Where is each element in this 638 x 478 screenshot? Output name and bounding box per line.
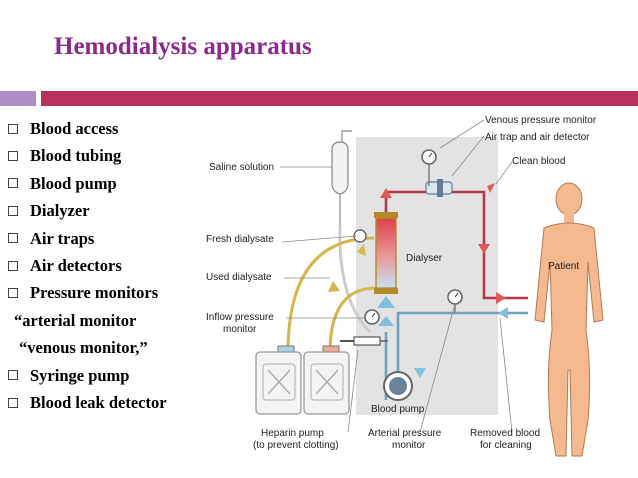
label-fresh-dialysate: Fresh dialysate	[206, 234, 274, 245]
air-detector-icon	[437, 179, 443, 197]
patient-figure	[534, 182, 604, 457]
list-item: Dialyzer	[8, 197, 167, 224]
checkbox-bullet-icon	[8, 397, 18, 408]
slide-title: Hemodialysis apparatus	[54, 33, 312, 60]
label-venous-pressure-monitor: Venous pressure monitor	[485, 115, 597, 126]
list-item: Air detectors	[8, 252, 167, 279]
checkbox-bullet-icon	[8, 288, 18, 299]
label-removed-blood: for cleaning	[480, 440, 532, 451]
removed-blood-arrow	[498, 307, 508, 319]
checkbox-bullet-icon	[8, 178, 18, 189]
checkbox-bullet-icon	[8, 233, 18, 244]
checkbox-bullet-icon	[8, 151, 18, 162]
removed-blood-arrow	[414, 368, 426, 378]
label-dialyser: Dialyser	[406, 253, 443, 264]
clean-blood-arrow	[496, 292, 506, 304]
list-item: Blood leak detector	[8, 389, 167, 416]
label-blood-pump: Blood pump	[371, 404, 425, 415]
list-item: Blood access	[8, 115, 167, 142]
label-heparin-pump: Heparin pump	[261, 428, 324, 439]
dialysate-flow-arrow	[357, 244, 366, 256]
checkbox-bullet-icon	[8, 370, 18, 381]
fresh-dialysate-container-icon	[255, 345, 302, 415]
label-air-trap-detector: Air trap and air detector	[485, 132, 590, 143]
label-inflow-pressure: monitor	[223, 324, 257, 335]
list-item: Blood pump	[8, 170, 167, 197]
checkbox-bullet-icon	[8, 205, 18, 216]
removed-blood-arrow	[378, 316, 394, 326]
list-item: Blood tubing	[8, 142, 167, 169]
label-used-dialysate: Used dialysate	[206, 272, 272, 283]
label-removed-blood: Removed blood	[470, 428, 540, 439]
used-dialysate-line	[328, 286, 377, 349]
list-item: “arterial monitor	[14, 310, 137, 330]
heparin-syringe-icon	[353, 336, 381, 346]
label-inflow-pressure: Inflow pressure	[206, 312, 274, 323]
dialyser-cap	[374, 288, 398, 294]
checkbox-bullet-icon	[8, 123, 18, 134]
list-item: “venous monitor,”	[19, 338, 148, 358]
title-accent-bar	[0, 91, 36, 106]
checkbox-bullet-icon	[8, 260, 18, 271]
label-patient: Patient	[548, 261, 579, 272]
list-item: Syringe pump	[8, 362, 167, 389]
title-divider-bar	[41, 91, 638, 106]
clean-blood-arrow	[487, 183, 495, 193]
dialysate-flow-arrow	[328, 281, 340, 292]
saline-bag-icon	[331, 141, 349, 195]
label-clean-blood: Clean blood	[512, 156, 565, 167]
label-saline-solution: Saline solution	[209, 162, 274, 173]
label-heparin-pump: (to prevent clotting)	[253, 440, 339, 451]
bullet-list: Blood access Blood tubing Blood pump Dia…	[8, 115, 167, 416]
used-dialysate-container-icon	[303, 345, 350, 415]
clean-blood-arrow	[380, 188, 392, 198]
list-item: Air traps	[8, 225, 167, 252]
list-item: Pressure monitors	[8, 279, 167, 306]
clean-blood-arrow	[478, 244, 490, 254]
saline-tube	[338, 225, 372, 334]
label-arterial-pressure: Arterial pressure	[368, 428, 442, 439]
leader-lines	[280, 119, 513, 433]
blood-pump-rotor	[389, 377, 407, 395]
label-arterial-pressure: monitor	[392, 440, 426, 451]
dialyser-icon	[375, 217, 397, 289]
dialyser-cap	[374, 212, 398, 218]
removed-blood-arrow	[377, 296, 395, 308]
